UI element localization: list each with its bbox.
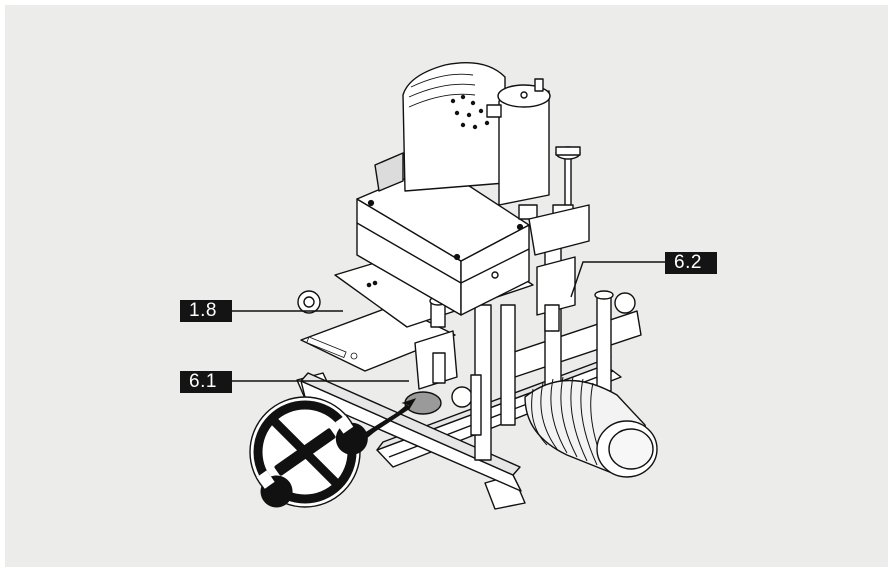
vent-hole xyxy=(478,108,484,114)
cylinder-port xyxy=(520,91,528,99)
column-clamp-screw xyxy=(544,304,560,332)
plate-bolt xyxy=(366,282,372,288)
knob-right xyxy=(614,292,636,314)
vent-hole xyxy=(484,120,490,126)
hose-rib xyxy=(550,378,568,454)
leader-line-6-2 xyxy=(570,261,665,298)
diagram-panel: 1.8 6.1 6.2 xyxy=(5,5,888,567)
right-bracket xyxy=(528,204,590,256)
knob-front-post xyxy=(470,374,482,436)
vent-hole xyxy=(472,124,478,130)
board-component xyxy=(350,352,358,360)
adjust-screw-knob-side xyxy=(555,146,581,156)
callout-1-8: 1.8 xyxy=(180,300,232,322)
hose-rib xyxy=(560,376,578,458)
motor-fin xyxy=(408,83,476,98)
motor-housing xyxy=(402,62,506,192)
profile-rail-left-top xyxy=(300,372,521,476)
sensor-fitting xyxy=(432,352,446,384)
machine-illustration xyxy=(231,62,665,510)
hose-rib xyxy=(580,378,598,466)
vent-hole xyxy=(454,110,460,116)
board-connector xyxy=(306,336,347,358)
motor-fin xyxy=(410,73,474,88)
control-box-seam xyxy=(460,248,530,284)
vent-hole xyxy=(460,94,466,100)
column-clamp xyxy=(536,256,576,316)
callout-6-2: 6.2 xyxy=(665,252,717,274)
hose-rib xyxy=(540,382,558,450)
cylinder-fitting xyxy=(486,104,502,118)
motor-bracket xyxy=(374,152,404,192)
vent-hole xyxy=(466,112,472,118)
knob-front xyxy=(451,386,473,408)
column-right-b xyxy=(596,294,612,392)
callout-6-1: 6.1 xyxy=(180,371,232,393)
cylinder-body xyxy=(498,90,550,206)
knob-left-inner xyxy=(303,296,315,308)
column-left-b xyxy=(500,304,516,426)
hose-rib xyxy=(570,376,588,462)
plate-bolt xyxy=(372,280,378,286)
box-screw xyxy=(367,199,375,207)
column-right-b-cap xyxy=(594,290,614,300)
box-screw xyxy=(516,223,524,231)
vent-hole xyxy=(470,100,476,106)
hose-rib xyxy=(531,388,548,446)
control-box-seam xyxy=(356,222,462,284)
profile-rail-right xyxy=(504,310,642,380)
hose-opening-inner xyxy=(608,428,654,470)
cylinder-fitting-top xyxy=(534,78,544,92)
box-port xyxy=(491,271,499,279)
vent-hole xyxy=(460,122,466,128)
no-wrench-icon xyxy=(249,396,368,508)
motor-fin xyxy=(408,93,476,108)
fitting-left xyxy=(518,204,538,220)
vent-hole xyxy=(450,98,456,104)
box-screw xyxy=(453,253,461,261)
